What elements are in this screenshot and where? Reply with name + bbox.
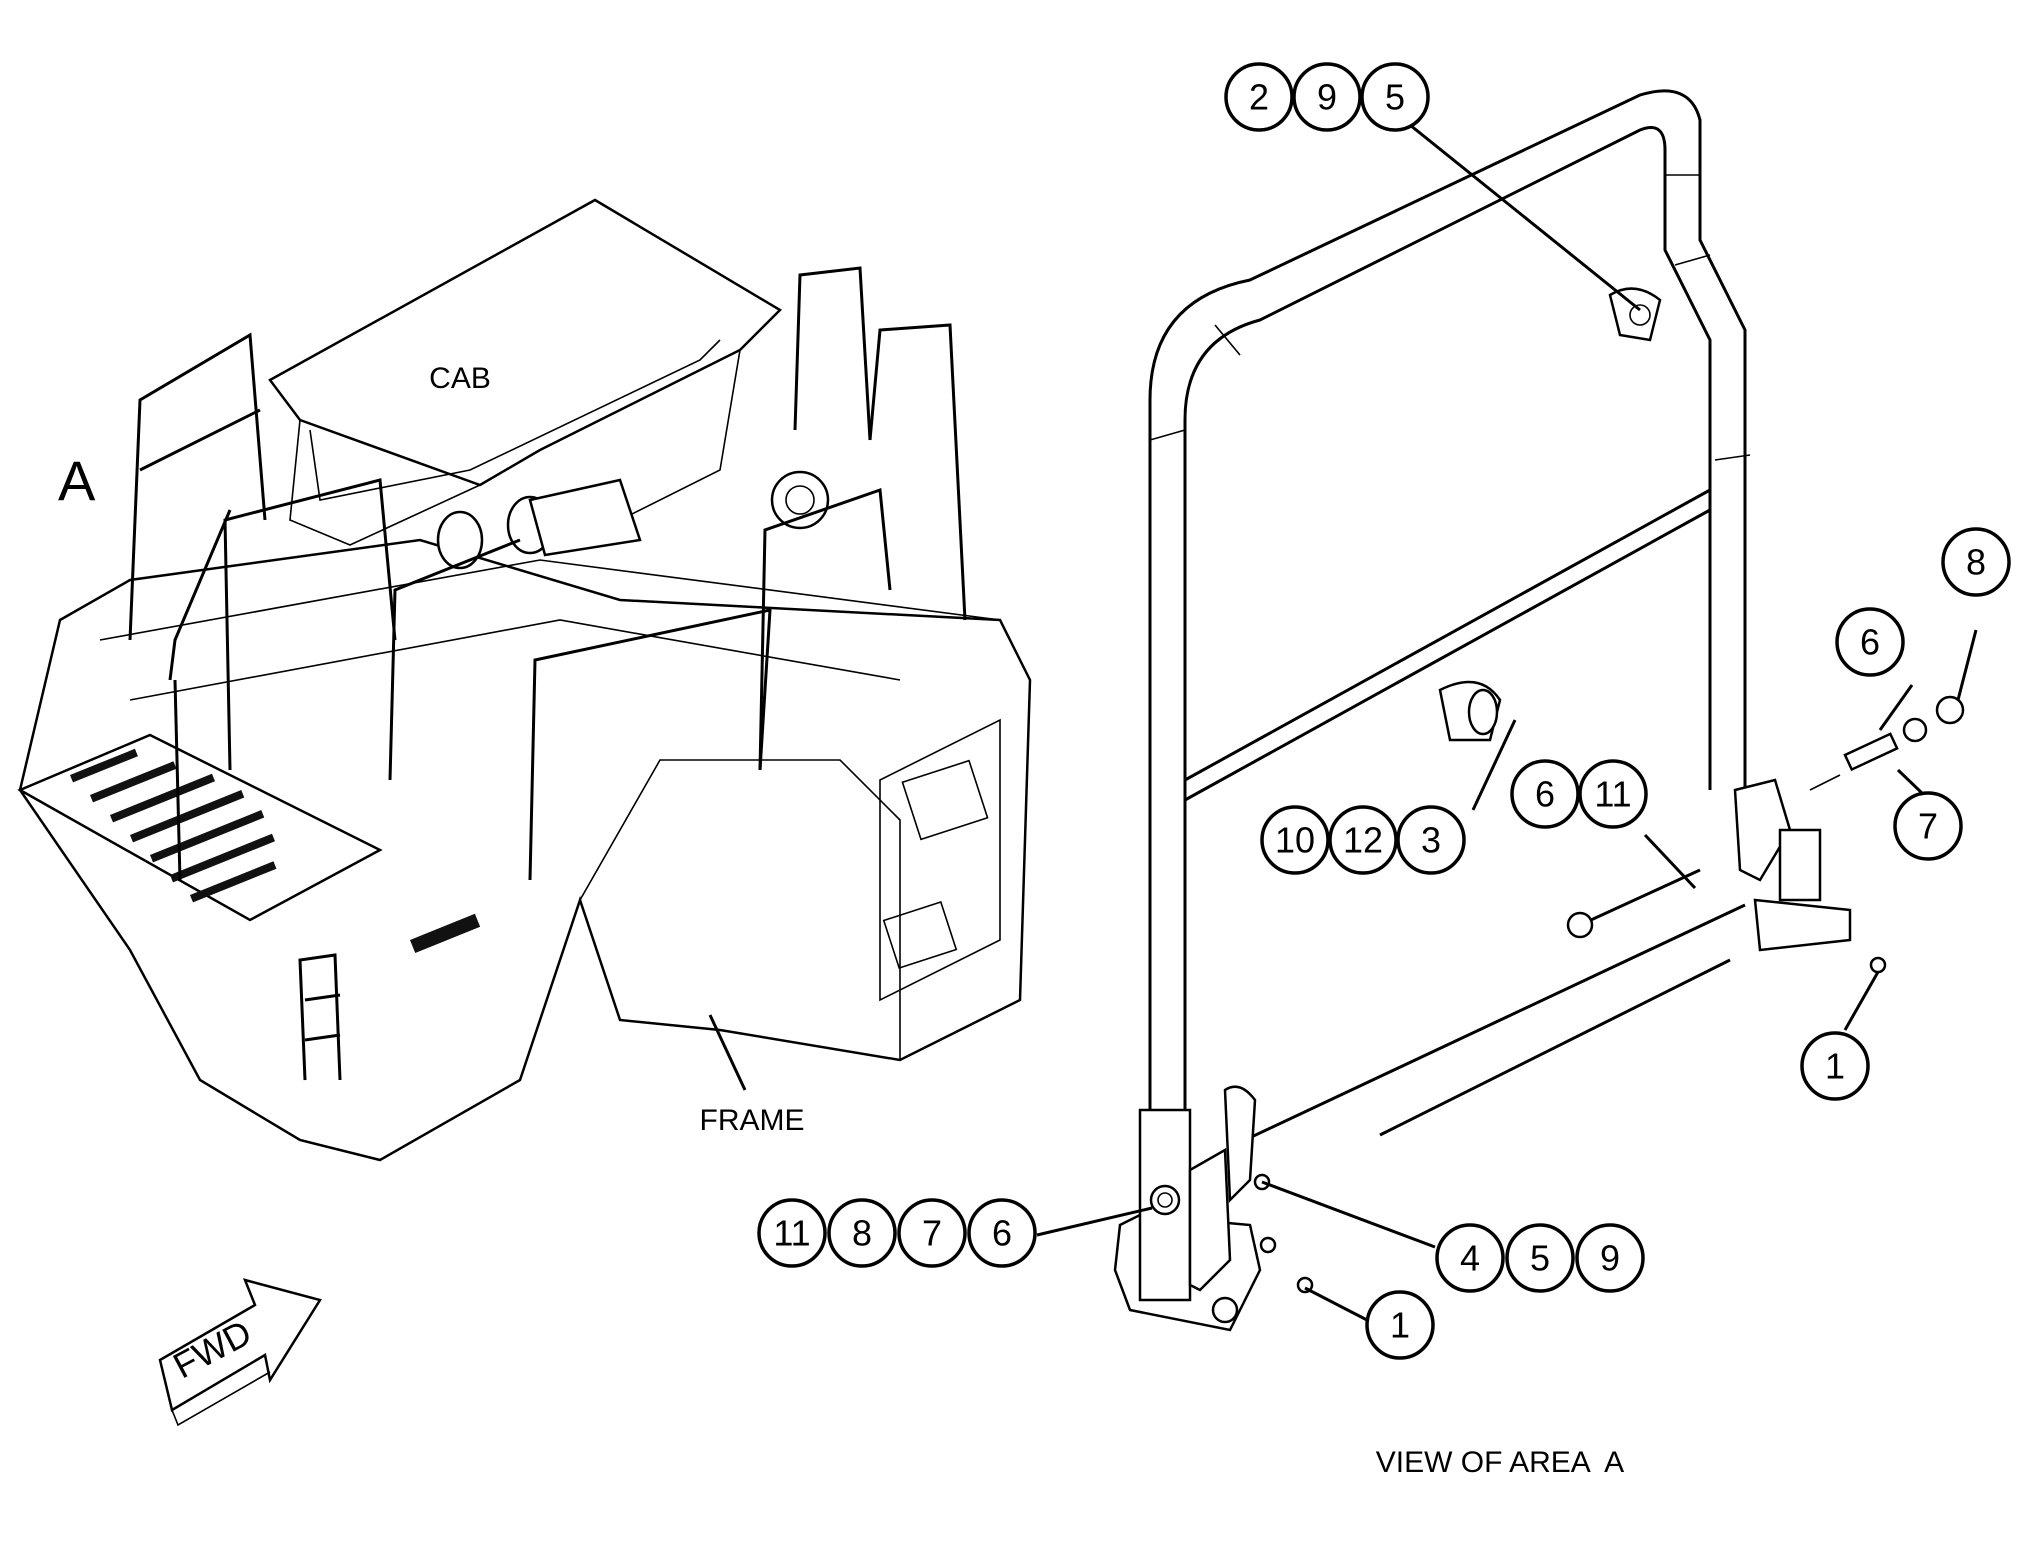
callout-right-low: 7 — [1893, 791, 1963, 861]
callout-number: 7 — [922, 1213, 942, 1254]
callout-number: 10 — [1275, 820, 1315, 861]
forward-arrow-icon — [158, 1278, 322, 1427]
callout-number: 6 — [992, 1213, 1012, 1254]
callout-number: 9 — [1600, 1238, 1620, 1279]
frame-label: FRAME — [700, 1104, 805, 1137]
machine-overview — [17, 198, 1032, 1162]
callout-number: 8 — [852, 1213, 872, 1254]
callout-number: 3 — [1421, 820, 1441, 861]
callout-number: 2 — [1249, 77, 1269, 118]
callout-right-top: 8 — [1941, 527, 2011, 597]
callout-number: 6 — [1860, 622, 1880, 663]
callout-bottom: 1 — [1365, 1290, 1435, 1360]
callout-number: 12 — [1343, 820, 1383, 861]
callout-left-hinge: 11 8 7 6 — [757, 1198, 1037, 1268]
callout-number: 11 — [1594, 774, 1631, 815]
cab-roof — [268, 198, 783, 487]
callout-number: 5 — [1530, 1238, 1550, 1279]
callout-number: 5 — [1385, 77, 1405, 118]
callout-top: 2 9 5 — [1224, 62, 1430, 132]
callout-mid-left: 10 12 3 — [1260, 805, 1466, 875]
cab-label: CAB — [429, 362, 491, 395]
callout-right-mid: 6 — [1835, 607, 1905, 677]
callout-number: 6 — [1535, 774, 1555, 815]
callout-number: 8 — [1966, 542, 1986, 583]
callout-number: 9 — [1317, 77, 1337, 118]
callout-number: 7 — [1918, 806, 1938, 847]
view-caption: VIEW OF AREA A — [1376, 1446, 1624, 1479]
callout-bolt: 6 11 — [1510, 759, 1648, 829]
leader-lines — [1036, 123, 1978, 1322]
area-a-marker: A — [58, 449, 96, 512]
callout-number: 1 — [1390, 1305, 1410, 1346]
callout-number: 11 — [773, 1213, 810, 1254]
callout-right-bottom: 1 — [1800, 1031, 1870, 1101]
callout-latch: 4 5 9 — [1435, 1223, 1645, 1293]
callout-number: 4 — [1460, 1238, 1480, 1279]
handrail-detail — [1113, 89, 1965, 1332]
callout-number: 1 — [1825, 1046, 1845, 1087]
